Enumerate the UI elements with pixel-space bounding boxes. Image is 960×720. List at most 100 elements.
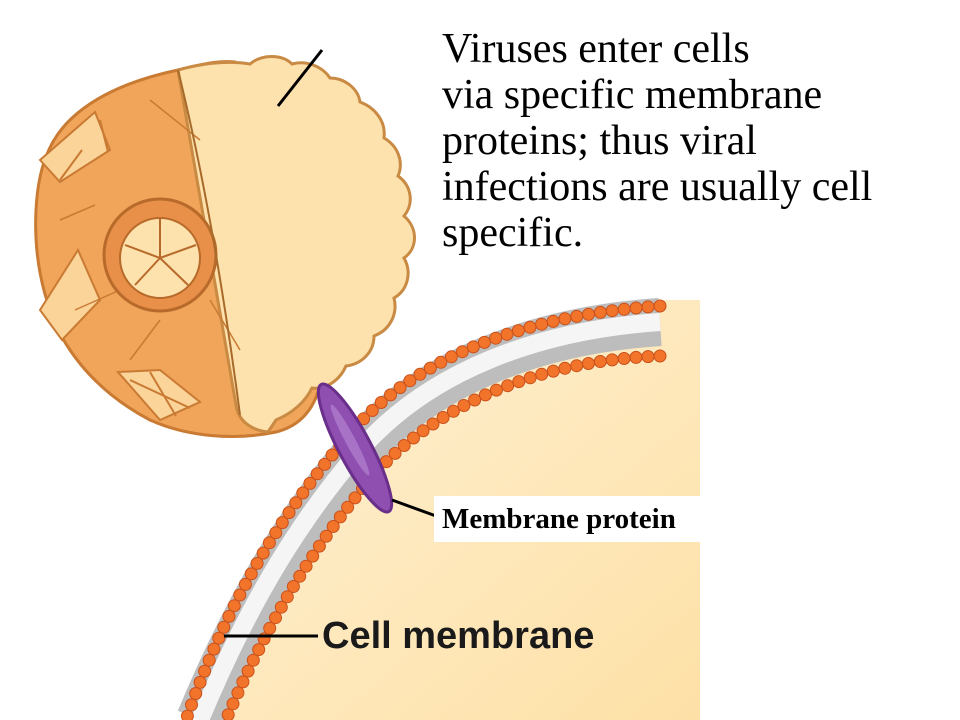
lipid-head (312, 539, 326, 553)
lipid-head (310, 467, 324, 481)
lipid-head (416, 424, 430, 438)
lipid-head (489, 331, 503, 345)
lipid-head (198, 664, 212, 678)
lipid-head (489, 383, 503, 397)
lipid-head (617, 302, 631, 316)
lipid-head (393, 381, 407, 395)
lipid-head (477, 335, 491, 349)
lipid-head (444, 350, 458, 364)
lipid-head (207, 642, 221, 656)
lipid-head (286, 580, 300, 593)
caption-line-4: infections are usually cell (442, 164, 873, 210)
lipid-head (466, 340, 480, 354)
lipid-head (582, 307, 595, 321)
lipid-head (236, 675, 250, 689)
lipid-head (403, 374, 417, 388)
caption-line-3: proteins; thus viral (442, 118, 757, 164)
lipid-head (500, 327, 514, 341)
lipid-head (468, 393, 482, 407)
lipid-head (426, 417, 440, 431)
lipid-head (397, 439, 411, 452)
lipid-head (326, 520, 340, 533)
lipid-head (319, 529, 333, 543)
lipid-head (341, 500, 355, 514)
lipid-head (180, 709, 194, 720)
caption-text: Viruses enter cells via specific membran… (442, 26, 952, 256)
lipid-head (325, 448, 339, 462)
lipid-head (303, 476, 317, 490)
lipid-head (605, 353, 619, 367)
lipid-head (193, 675, 207, 689)
lipid-head (233, 588, 247, 602)
lipid-head (244, 567, 258, 581)
lipid-head (282, 506, 296, 520)
lipid-head (511, 324, 525, 338)
lipid-head (434, 355, 448, 369)
caption-line-1: Viruses enter cells (442, 26, 750, 72)
membrane-protein-label: Membrane protein (434, 496, 746, 542)
lipid-head (558, 312, 572, 326)
lipid-head (455, 345, 469, 359)
lipid-head (570, 359, 584, 373)
lipid-head (299, 559, 313, 573)
lipid-head (653, 349, 667, 363)
lipid-head (413, 367, 427, 381)
lipid-head (641, 350, 655, 364)
virus-particle (34, 49, 416, 438)
lipid-head (446, 404, 460, 418)
lipid-head (457, 399, 471, 412)
lipid-head (221, 708, 235, 720)
protein-leader-line (391, 498, 437, 518)
caption-line-2: via specific membrane (442, 72, 823, 118)
lipid-head (348, 491, 362, 505)
lipid-head (629, 301, 643, 315)
lipid-head (512, 375, 526, 389)
lipid-head (231, 686, 245, 700)
lipid-head (222, 609, 236, 623)
lipid-head (212, 631, 226, 645)
lipid-head (436, 411, 450, 424)
lipid-head (275, 516, 289, 530)
lipid-head (374, 396, 388, 409)
lipid-head (546, 314, 560, 328)
lipid-head (478, 388, 492, 402)
lipid-head (593, 355, 607, 368)
lipid-head (523, 320, 537, 334)
lipid-head (263, 621, 277, 635)
lipid-head (226, 697, 240, 711)
lipid-head (217, 620, 231, 634)
lipid-head (629, 350, 643, 364)
virus-cutaway (176, 55, 416, 434)
lipid-head (423, 361, 437, 375)
lipid-head (605, 304, 619, 318)
lipid-head (581, 357, 595, 370)
lipid-head (256, 546, 270, 560)
lipid-head (546, 364, 560, 378)
lipid-head (241, 664, 255, 678)
lipid-head (501, 379, 515, 393)
lipid-head (318, 457, 332, 471)
lipid-head (296, 486, 310, 500)
lipid-head (535, 317, 549, 331)
membrane-protein (316, 382, 394, 514)
lipid-head (189, 687, 203, 700)
lipid-head (262, 536, 276, 550)
cell-membrane-label: Cell membrane (322, 615, 595, 657)
lipid-head (227, 599, 241, 613)
lipid-head (246, 653, 260, 667)
lipid-head (306, 549, 320, 563)
lipid-head (289, 496, 303, 510)
lipid-head (617, 352, 631, 365)
lipid-head (269, 526, 283, 540)
lipid-head (202, 653, 216, 667)
lipid-head (365, 404, 379, 417)
lipid-head (535, 367, 549, 381)
lipid-head (558, 361, 572, 375)
lipid-head (333, 510, 347, 524)
lipid-head (653, 299, 667, 313)
lipid-head (185, 698, 198, 712)
lipid-head (269, 611, 282, 625)
lipid-head (280, 590, 294, 604)
lipid-head (384, 388, 397, 402)
